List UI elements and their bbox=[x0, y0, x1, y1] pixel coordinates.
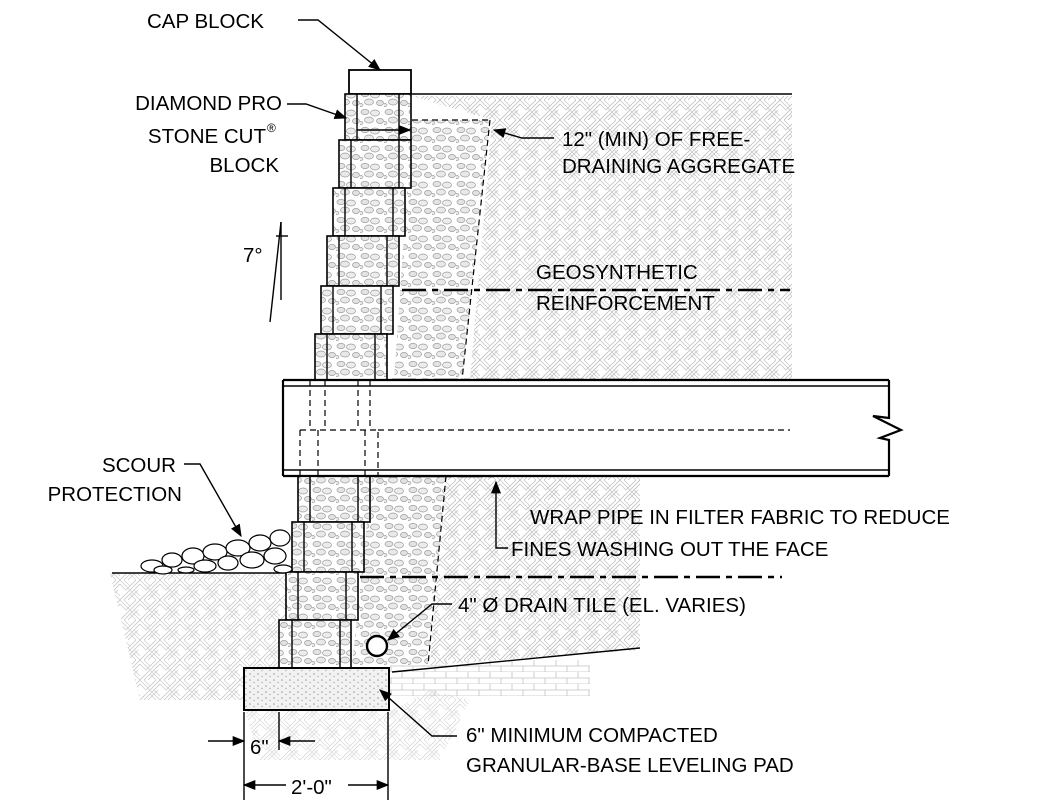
wall-block bbox=[326, 235, 400, 287]
wall-block bbox=[285, 571, 359, 621]
batter-line bbox=[269, 221, 282, 323]
aggregate-boundary-lower bbox=[427, 475, 447, 666]
registered-mark: ® bbox=[267, 121, 276, 135]
aggregate-boundary-upper bbox=[461, 119, 491, 381]
beam-break-line bbox=[872, 380, 904, 476]
lower-block-stack bbox=[278, 475, 371, 669]
aggregate-leader bbox=[492, 128, 554, 139]
scour-leader bbox=[184, 463, 242, 538]
retained-soil bbox=[412, 96, 792, 380]
drain-tile-leader bbox=[387, 603, 452, 641]
upper-block-stack bbox=[314, 93, 412, 381]
cap-block bbox=[348, 69, 412, 95]
wrap-pipe-leader bbox=[490, 480, 508, 549]
embedment-dimension: 6" bbox=[250, 736, 269, 759]
wall-block bbox=[320, 285, 394, 335]
cap-block-label: CAP BLOCK bbox=[147, 10, 264, 33]
wrap-pipe-label-line2: FINES WASHING OUT THE FACE bbox=[511, 538, 828, 561]
drain-tile-pipe bbox=[365, 634, 389, 658]
dimension-lines bbox=[208, 712, 390, 800]
block-label-line2: STONE CUT bbox=[148, 125, 267, 148]
drain-tile-label: 4" Ø DRAIN TILE (EL. VARIES) bbox=[458, 594, 746, 617]
block-label-line1: DIAMOND PRO bbox=[135, 92, 282, 115]
foundation-soil-bottom bbox=[245, 690, 470, 760]
wall-block bbox=[344, 93, 412, 141]
block-leader bbox=[287, 103, 348, 120]
wrap-pipe-label-line1: WRAP PIPE IN FILTER FABRIC TO REDUCE bbox=[530, 506, 950, 529]
geosynthetic-label-line1: GEOSYNTHETIC bbox=[536, 261, 698, 284]
drainage-aggregate-upper bbox=[394, 120, 490, 380]
hidden-block-outline bbox=[299, 429, 379, 476]
pad-label-line2: GRANULAR-BASE LEVELING PAD bbox=[466, 754, 794, 777]
wall-block bbox=[332, 187, 406, 237]
pad-leader bbox=[379, 689, 457, 737]
scour-protection-stones bbox=[140, 529, 293, 575]
pad-label-line1: 6" MINIMUM COMPACTED bbox=[466, 724, 718, 747]
wall-block bbox=[314, 333, 388, 381]
base-soil-hatch bbox=[390, 660, 590, 696]
leveling-pad bbox=[243, 667, 390, 711]
structural-beam bbox=[281, 378, 904, 478]
geosynthetic-label-line2: REINFORCEMENT bbox=[536, 292, 715, 315]
block-label-line3: BLOCK bbox=[210, 154, 280, 177]
wall-block bbox=[278, 619, 352, 669]
aggregate-label-line1: 12" (MIN) OF FREE- bbox=[562, 128, 750, 151]
wall-block bbox=[338, 139, 412, 189]
scour-label-line1: SCOUR bbox=[102, 454, 176, 477]
batter-angle-label: 7° bbox=[243, 244, 263, 267]
retained-soil-lower bbox=[430, 476, 640, 665]
wall-block bbox=[291, 521, 365, 573]
cap-block-leader bbox=[298, 19, 381, 71]
drainage-aggregate-lower bbox=[352, 476, 446, 665]
pad-width-dimension: 2'-0" bbox=[291, 776, 332, 799]
back-slope-line bbox=[391, 647, 641, 673]
hidden-block-outline bbox=[309, 380, 371, 430]
aggregate-label-line2: DRAINING AGGREGATE bbox=[562, 155, 795, 178]
scour-label-line2: PROTECTION bbox=[48, 483, 182, 506]
wall-block bbox=[297, 475, 371, 523]
